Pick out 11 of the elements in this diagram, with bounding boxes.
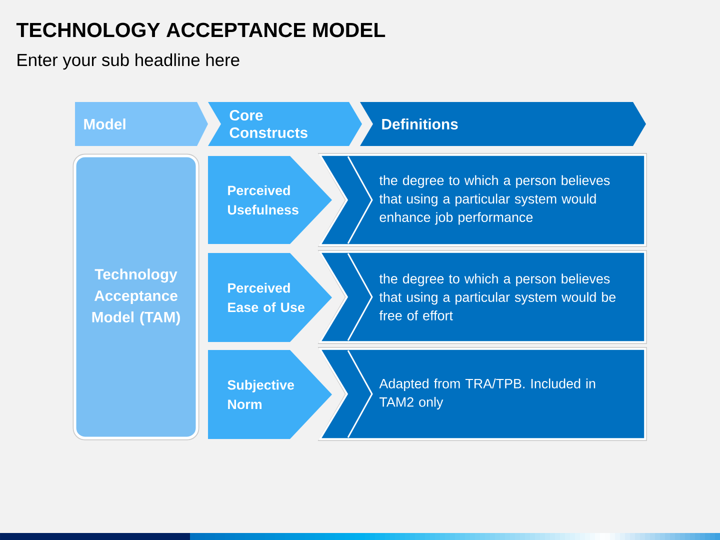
column-header: Definitions (360, 102, 646, 146)
definition-panel: the degree to which a person believes that using a particular system would enhance job performance (318, 153, 647, 247)
model-panel: Technology Acceptance Model (TAM) (72, 154, 200, 440)
construct-panel: Perceived Usefulness (208, 156, 332, 244)
construct-panel: Perceived Ease of Use (208, 253, 332, 342)
subtitle: Enter your sub headline here (18, 53, 240, 70)
column-header: Model (75, 102, 208, 146)
definition-panel: Adapted from TRA/TPB. Included in TAM2 only (318, 347, 647, 441)
construct-panel: Subjective Norm (208, 350, 332, 439)
slide-title: TECHNOLOGY ACCEPTANCE MODEL (16, 22, 386, 38)
definition-panel: the degree to which a person believes that using a particular system would be free of effort (318, 250, 647, 344)
